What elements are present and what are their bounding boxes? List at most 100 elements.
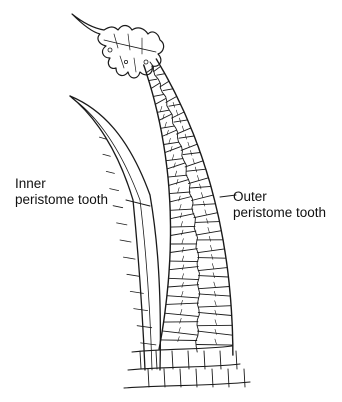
- outer-cell-wall: [197, 249, 224, 253]
- outer-cell-plate: [197, 175, 199, 180]
- inner-cell-wall: [113, 206, 123, 208]
- outer-cell-plate: [200, 184, 202, 189]
- base-cell-wall: [148, 369, 149, 387]
- outer-cell-wall: [165, 146, 181, 152]
- base-cell-wall: [228, 369, 229, 387]
- outer-cell-wall: [167, 163, 185, 169]
- outer-cell-plate: [209, 236, 211, 241]
- outer-cell-wall: [174, 120, 188, 122]
- outer-cell-plate: [174, 163, 176, 168]
- outer-cell-wall: [197, 331, 232, 335]
- outer-cell-wall: [170, 214, 194, 219]
- outer-cell-plate: [182, 291, 184, 296]
- outer-cell-plate: [201, 193, 203, 198]
- outer-cell-plate: [214, 291, 216, 296]
- outer-cell-plate: [205, 210, 207, 215]
- inner-peristome-tooth-label: Inner peristome tooth: [15, 176, 108, 208]
- inner-peristome-tooth: [70, 96, 160, 370]
- outer-cell-plate: [175, 171, 177, 176]
- outer-cell-wall: [163, 89, 173, 91]
- outer-peristome-tooth-label: Outer peristome tooth: [233, 189, 326, 221]
- outer-cell-plate: [179, 196, 181, 201]
- outer-cell-plate: [179, 118, 181, 123]
- inner-cell-wall: [110, 189, 119, 191]
- inner-cell-wall: [130, 291, 143, 293]
- inner-cell-wall: [106, 171, 114, 173]
- outer-cell-wall: [151, 83, 160, 89]
- outer-cell-wall: [167, 296, 199, 298]
- base-cell-wall: [164, 369, 165, 387]
- outer-cell-plate: [172, 155, 174, 160]
- outer-cell-wall: [199, 294, 231, 296]
- outer-cell-wall: [170, 197, 192, 202]
- base-cell-wall: [220, 351, 221, 369]
- outer-cell-plate: [182, 274, 184, 279]
- outer-cell-wall: [199, 306, 232, 307]
- outer-cell-wall: [168, 175, 187, 177]
- inner-cell-wall: [134, 309, 148, 311]
- outer-tooth-tip-ornament: [72, 14, 164, 78]
- outer-cell-wall: [171, 226, 196, 227]
- outer-cell-plate: [182, 282, 184, 287]
- base-cell-wall: [196, 369, 197, 387]
- outer-cell-wall: [168, 285, 199, 287]
- inner-cell-wall: [117, 223, 127, 225]
- outer-cell-wall: [169, 192, 190, 194]
- outer-cell-wall: [197, 345, 233, 346]
- outer-cell-plate: [214, 282, 216, 287]
- inner-label-line2: peristome tooth: [15, 192, 108, 208]
- outer-cell-wall: [157, 110, 169, 112]
- outer-cell-plate: [182, 239, 184, 244]
- outer-cell-plate: [176, 110, 178, 115]
- outer-cell-plate: [182, 256, 184, 261]
- base-cell-wall: [172, 351, 173, 369]
- outer-cell-wall: [164, 142, 179, 144]
- outer-cell-plate: [203, 201, 205, 206]
- inner-cell-wall: [103, 154, 110, 156]
- outer-cell-wall: [166, 303, 199, 304]
- outer-label-line1: Outer: [233, 189, 326, 205]
- inner-cell-wall: [127, 274, 139, 276]
- outer-cell-plate: [178, 188, 180, 193]
- outer-cell-wall: [153, 95, 163, 97]
- outer-cell-plate: [207, 219, 209, 224]
- outer-cell-plate: [212, 264, 214, 269]
- outer-cell-wall: [161, 340, 197, 341]
- outer-cell-wall: [165, 313, 199, 316]
- outer-cell-plate: [180, 213, 182, 218]
- outer-cell-wall: [169, 267, 198, 270]
- base-cell-wall: [140, 351, 141, 369]
- outer-cell-plate: [182, 247, 184, 252]
- outer-peristome-tooth: [144, 59, 233, 355]
- base-cell-wall: [236, 351, 237, 369]
- outer-cell-plate: [193, 159, 195, 164]
- outer-cell-plate: [215, 301, 217, 306]
- outer-cell-wall: [157, 74, 165, 76]
- outer-cell-plate: [210, 245, 212, 250]
- outer-label-line2: peristome tooth: [233, 205, 326, 221]
- base-cell-wall: [244, 369, 245, 387]
- outer-cell-wall: [155, 98, 166, 104]
- outer-cell-plate: [215, 320, 217, 325]
- outer-cell-plate: [185, 134, 187, 139]
- inner-label-leader-line: [126, 200, 150, 206]
- outer-cell-plate: [182, 265, 184, 270]
- outer-cell-plate: [180, 309, 182, 314]
- outer-cell-plate: [171, 146, 173, 151]
- outer-cell-wall: [162, 331, 197, 335]
- outer-cell-wall: [170, 249, 197, 253]
- outer-cell-plate: [181, 221, 183, 226]
- inner-cell-wall: [120, 240, 131, 242]
- outer-cell-plate: [215, 339, 217, 344]
- outer-cell-wall: [166, 159, 183, 161]
- outer-cell-plate: [180, 204, 182, 209]
- base-tissue: [124, 346, 250, 388]
- outer-cell-plate: [160, 106, 162, 111]
- outer-cell-plate: [177, 179, 179, 184]
- outer-cell-plate: [211, 254, 213, 259]
- outer-cell-plate: [182, 126, 184, 131]
- outer-cell-wall: [162, 130, 176, 136]
- outer-cell-wall: [199, 276, 229, 277]
- inner-cell-wall: [137, 326, 152, 328]
- outer-cell-wall: [166, 96, 177, 102]
